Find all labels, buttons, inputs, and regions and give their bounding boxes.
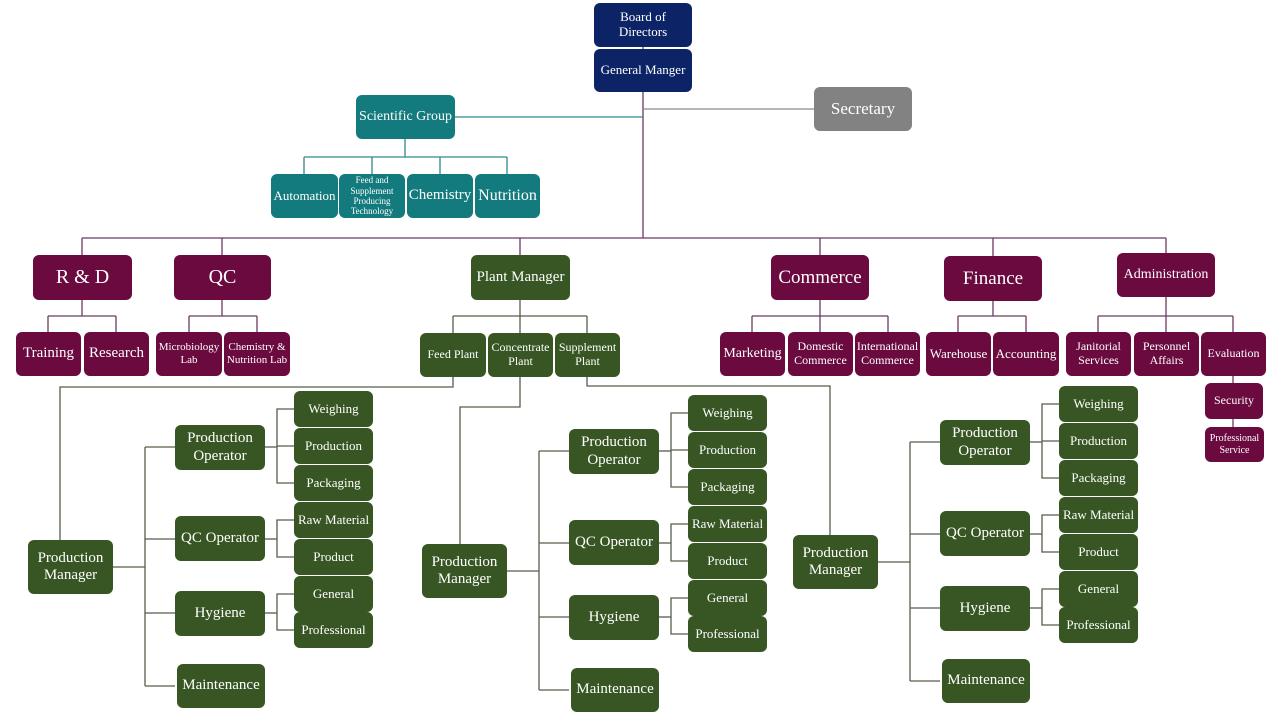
connector-line <box>459 377 521 544</box>
production-operator: Production Operator <box>175 425 265 470</box>
rnd-child: Training <box>16 332 81 376</box>
scientific-child: Nutrition <box>475 174 540 218</box>
commerce-child: Marketing <box>720 332 785 376</box>
operator-task: Production <box>294 428 373 464</box>
dept-commerce: Commerce <box>771 255 869 300</box>
operator-task: Product <box>1059 534 1138 570</box>
operator-task: Packaging <box>1059 460 1138 496</box>
evaluation-child: Security <box>1205 383 1263 419</box>
operator-task: Production <box>1059 423 1138 459</box>
admin-child: Personnel Affairs <box>1134 332 1199 376</box>
dept-finance: Finance <box>944 256 1042 301</box>
plant-child: Concentrate Plant <box>488 333 553 377</box>
connector-line <box>670 597 688 635</box>
production-manager: Production Manager <box>793 535 878 589</box>
connector-line <box>1041 588 1059 626</box>
production-operator: Production Operator <box>569 429 659 474</box>
secretary: Secretary <box>814 87 912 131</box>
commerce-child: International Commerce <box>855 332 920 376</box>
hygiene: Hygiene <box>569 595 659 640</box>
scientific-child: Feed and Supplement Producing Technology <box>339 174 405 218</box>
operator-task: General <box>1059 571 1138 607</box>
qc-child: Microbiology Lab <box>156 332 222 376</box>
connector-line <box>670 523 688 562</box>
production-manager: Production Manager <box>28 540 113 594</box>
connector-line <box>1041 514 1059 553</box>
connector-line <box>59 377 454 540</box>
maintenance: Maintenance <box>177 664 265 708</box>
finance-child: Accounting <box>993 332 1059 376</box>
production-manager: Production Manager <box>422 544 507 598</box>
plant-child: Feed Plant <box>420 333 486 377</box>
qc-operator: QC Operator <box>175 516 265 561</box>
operator-task: Weighing <box>294 391 373 427</box>
dept-administration: Administration <box>1117 253 1215 297</box>
operator-task: Professional <box>688 616 767 652</box>
hygiene: Hygiene <box>175 591 265 636</box>
maintenance: Maintenance <box>571 668 659 712</box>
operator-task: Packaging <box>688 469 767 505</box>
qc-operator: QC Operator <box>569 520 659 565</box>
commerce-child: Domestic Commerce <box>788 332 853 376</box>
connector-line <box>586 377 831 535</box>
admin-child: Evaluation <box>1201 332 1266 376</box>
finance-child: Warehouse <box>926 332 991 376</box>
operator-task: General <box>688 580 767 616</box>
evaluation-child: Professional Service <box>1205 427 1264 462</box>
dept-qc: QC <box>174 255 271 300</box>
scientific-child: Chemistry <box>407 174 473 218</box>
dept-plant-manager: Plant Manager <box>471 255 570 300</box>
operator-task: Product <box>688 543 767 579</box>
maintenance: Maintenance <box>942 659 1030 703</box>
production-operator: Production Operator <box>940 420 1030 465</box>
operator-task: Weighing <box>688 395 767 431</box>
general-manager: General Manger <box>594 49 692 92</box>
qc-operator: QC Operator <box>940 511 1030 556</box>
board-of-directors: Board of Directors <box>594 3 692 47</box>
operator-task: Raw Material <box>688 506 767 542</box>
plant-child: Supplement Plant <box>555 333 620 377</box>
operator-task: Production <box>688 432 767 468</box>
connector-line <box>276 519 294 558</box>
hygiene: Hygiene <box>940 586 1030 631</box>
connector-line <box>276 593 294 631</box>
operator-task: Weighing <box>1059 386 1138 422</box>
operator-task: Packaging <box>294 465 373 501</box>
operator-task: Raw Material <box>1059 497 1138 533</box>
operator-task: Product <box>294 539 373 575</box>
admin-child: Janitorial Services <box>1066 332 1131 376</box>
scientific-child: Automation <box>271 174 338 218</box>
operator-task: Professional <box>294 612 373 648</box>
qc-child: Chemistry & Nutrition Lab <box>224 332 290 376</box>
operator-task: Professional <box>1059 607 1138 643</box>
operator-task: General <box>294 576 373 612</box>
operator-task: Raw Material <box>294 502 373 538</box>
rnd-child: Research <box>84 332 149 376</box>
scientific-group: Scientific Group <box>356 95 455 139</box>
dept-rnd: R & D <box>33 255 132 300</box>
